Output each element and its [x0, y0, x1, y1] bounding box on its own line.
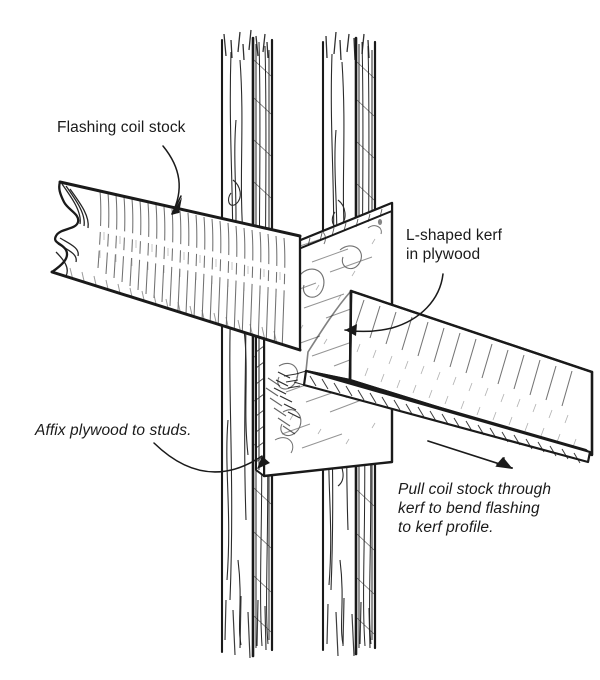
l-shaped-kerf-slot — [304, 289, 353, 382]
label-pull-coil-stock: Pull coil stock through kerf to bend fla… — [398, 481, 552, 536]
label-l-shaped-kerf: L-shaped kerf in plywood — [406, 227, 503, 263]
leader-affix-plywood — [153, 442, 270, 473]
flashing-coil-stock-bent — [265, 289, 594, 464]
pull-direction-arrow — [427, 440, 513, 469]
flashing-coil-stock-flat — [50, 180, 302, 352]
leader-l-shaped-kerf — [344, 273, 444, 336]
leader-flashing-coil-stock — [162, 145, 182, 215]
label-affix-plywood: Affix plywood to studs. — [35, 422, 192, 439]
label-flashing-coil-stock: Flashing coil stock — [57, 119, 186, 136]
